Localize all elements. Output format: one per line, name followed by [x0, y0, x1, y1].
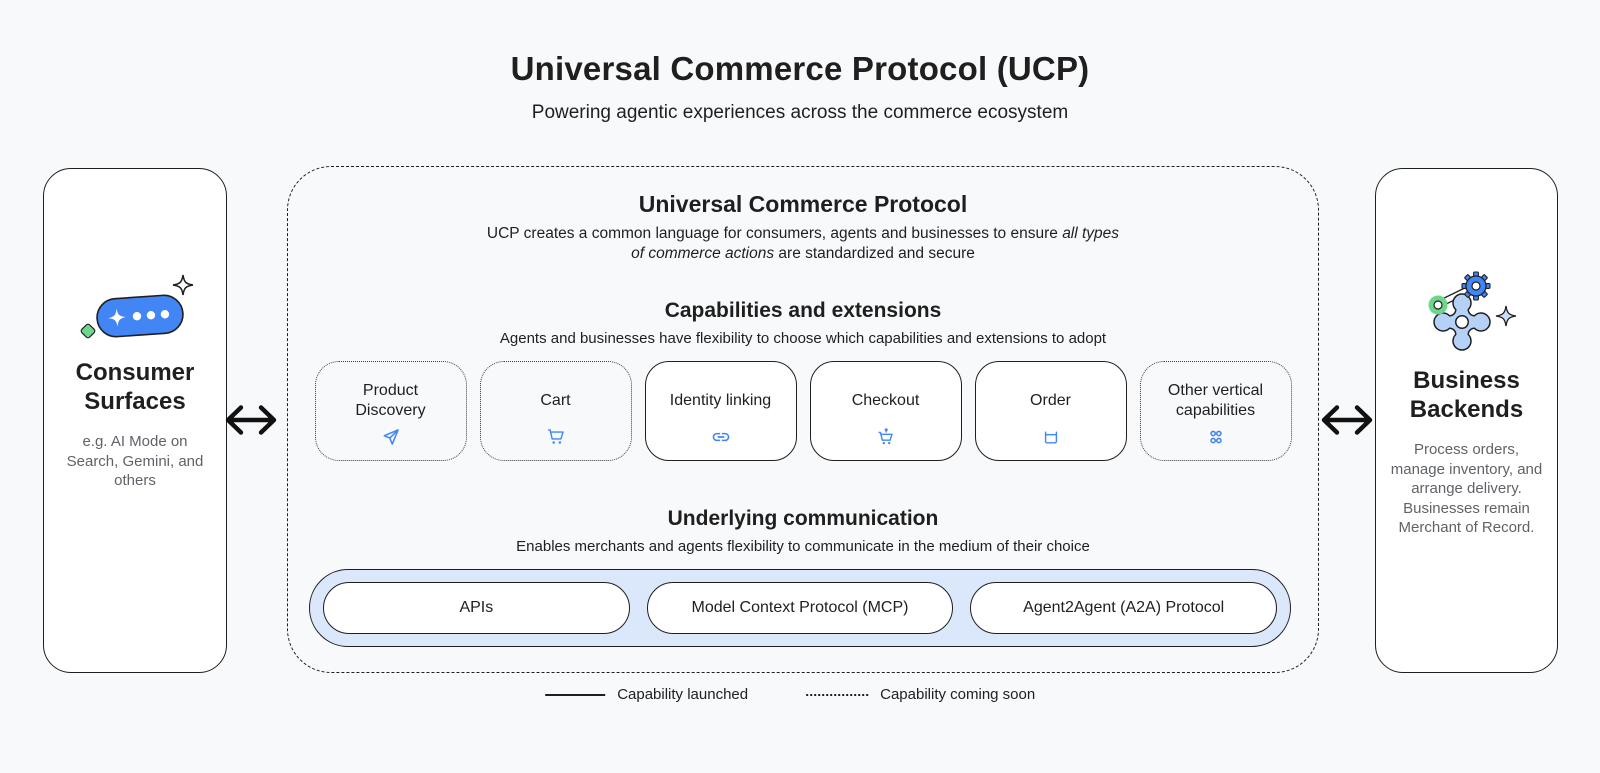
protocol-label: APIs — [459, 599, 494, 616]
capabilities-section-title: Capabilities and extensions — [664, 299, 942, 322]
capability-label: Checkout — [851, 391, 920, 409]
capability-label: Cart — [540, 391, 571, 409]
page-subtitle: Powering agentic experiences across the … — [531, 102, 1069, 123]
capability-label: Other vertical capabilities — [1167, 381, 1264, 419]
ucp-description: UCP creates a common language for consum… — [483, 224, 1123, 264]
ucp-title: Universal Commerce Protocol — [638, 191, 968, 217]
protocol-label: Model Context Protocol (MCP) — [691, 599, 909, 616]
legend-dotted-line — [806, 693, 869, 696]
communication-bar: APIs Model Context Protocol (MCP) Agent2… — [309, 569, 1291, 647]
capabilities-row: Product Discovery Cart — [288, 361, 1318, 461]
consumer-surfaces-icon — [80, 274, 194, 339]
capability-other-vertical: Other vertical capabilities — [1139, 361, 1292, 461]
communication-section-title: Underlying communication — [667, 507, 939, 530]
capability-label: Product Discovery — [355, 381, 426, 419]
legend-launched-label: Capability launched — [617, 686, 749, 703]
capability-label: Identity linking — [669, 391, 772, 409]
cart-up-icon — [878, 428, 893, 445]
protocol-label: Agent2Agent (A2A) Protocol — [1023, 599, 1225, 616]
capability-checkout: Checkout — [809, 361, 962, 461]
send-icon — [383, 429, 399, 445]
business-backends-icon — [1428, 271, 1516, 351]
capability-cart: Cart — [479, 361, 632, 461]
capability-order: Order — [974, 361, 1127, 461]
legend: Capability launched Capability coming so… — [545, 686, 1035, 703]
ucp-description-suffix: are standardized and secure — [774, 245, 975, 262]
capability-label: Order — [1030, 391, 1071, 409]
grid-dots-icon — [1209, 430, 1222, 444]
bidirectional-arrow-right-icon — [1321, 405, 1373, 435]
ucp-description-prefix: UCP creates a common language for consum… — [486, 225, 1063, 242]
consumer-surfaces-title: Consumer Surfaces — [75, 359, 195, 415]
cart-icon — [547, 429, 564, 444]
consumer-surfaces-description: e.g. AI Mode on Search, Gemini, and othe… — [66, 433, 204, 489]
business-backends-card: Business Backends Process orders, manage… — [1375, 168, 1558, 673]
legend-coming-soon-label: Capability coming soon — [880, 686, 1036, 703]
bidirectional-arrow-left-icon — [225, 405, 277, 435]
capability-product-discovery: Product Discovery — [314, 361, 467, 461]
protocol-mcp: Model Context Protocol (MCP) — [646, 582, 954, 634]
protocol-apis: APIs — [323, 582, 630, 634]
order-box-icon — [1044, 431, 1057, 444]
ucp-description-italic: all types of commerce actions — [631, 225, 1120, 262]
communication-section-subtitle: Enables merchants and agents flexibility… — [516, 538, 1090, 555]
capabilities-section-subtitle: Agents and businesses have flexibility t… — [499, 330, 1107, 347]
capability-identity-linking: Identity linking — [644, 361, 797, 461]
consumer-surfaces-card: Consumer Surfaces e.g. AI Mode on Search… — [43, 168, 227, 673]
business-backends-description: Process orders, manage inventory, and ar… — [1390, 441, 1543, 536]
protocol-a2a: Agent2Agent (A2A) Protocol — [970, 582, 1278, 634]
ucp-container: Universal Commerce Protocol UCP creates … — [287, 166, 1319, 673]
business-backends-title: Business Backends — [1409, 367, 1524, 423]
page-title: Universal Commerce Protocol (UCP) — [510, 50, 1090, 87]
legend-solid-line — [545, 693, 606, 696]
link-icon — [712, 432, 729, 442]
